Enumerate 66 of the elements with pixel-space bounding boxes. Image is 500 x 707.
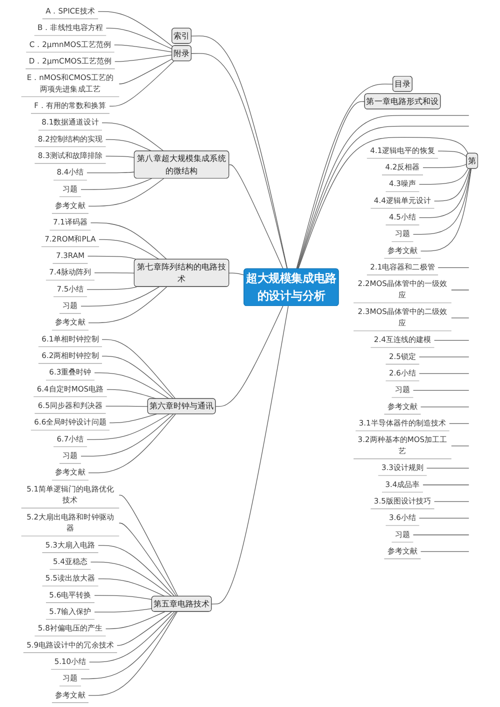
connector (420, 406, 470, 408)
connector (106, 406, 149, 407)
connector (216, 306, 284, 407)
connector (102, 356, 174, 400)
connector (106, 139, 152, 152)
connector (88, 286, 168, 324)
connector (419, 356, 470, 358)
connector (98, 545, 176, 597)
connector (423, 164, 468, 168)
connector (419, 518, 470, 519)
connector (88, 178, 165, 207)
connector (434, 501, 470, 502)
connector (81, 178, 152, 190)
connector (296, 84, 394, 270)
connector (426, 468, 470, 469)
connector (119, 494, 179, 597)
connector (119, 58, 173, 84)
connector (229, 272, 245, 276)
connector (94, 608, 153, 612)
connector (438, 150, 468, 158)
connector (413, 390, 470, 391)
connector (90, 562, 172, 597)
connector (102, 122, 165, 152)
connector (106, 611, 166, 630)
connector (81, 414, 174, 456)
connector (94, 372, 170, 400)
connector (420, 168, 472, 252)
connector (413, 534, 470, 536)
connector (229, 164, 284, 270)
connector (438, 267, 470, 268)
connector (81, 286, 160, 307)
connector (81, 611, 177, 680)
connector (102, 339, 176, 400)
connector (212, 306, 290, 604)
connector (107, 389, 158, 400)
connector (88, 414, 176, 474)
connector (87, 172, 136, 174)
connector (117, 611, 172, 646)
connector (90, 222, 168, 260)
connector (87, 286, 138, 290)
connector (90, 611, 176, 662)
connector (119, 522, 178, 597)
connector (434, 340, 470, 341)
connector (419, 168, 472, 218)
connector (110, 414, 158, 424)
connector (449, 423, 470, 424)
connector (98, 11, 174, 48)
connector (423, 484, 470, 486)
connector (106, 156, 136, 158)
connector (413, 168, 472, 235)
connector (106, 28, 173, 50)
connector (94, 272, 136, 274)
connector (99, 239, 160, 260)
connector (114, 44, 173, 52)
connector (87, 414, 170, 440)
connector (297, 101, 366, 270)
connector (110, 60, 175, 107)
connector (98, 578, 166, 597)
connector (115, 54, 173, 62)
connector (94, 595, 153, 600)
connector (434, 168, 471, 202)
connector (419, 373, 470, 374)
connector (420, 551, 470, 552)
connector (88, 611, 178, 696)
connector (419, 168, 470, 185)
connector (88, 256, 138, 260)
